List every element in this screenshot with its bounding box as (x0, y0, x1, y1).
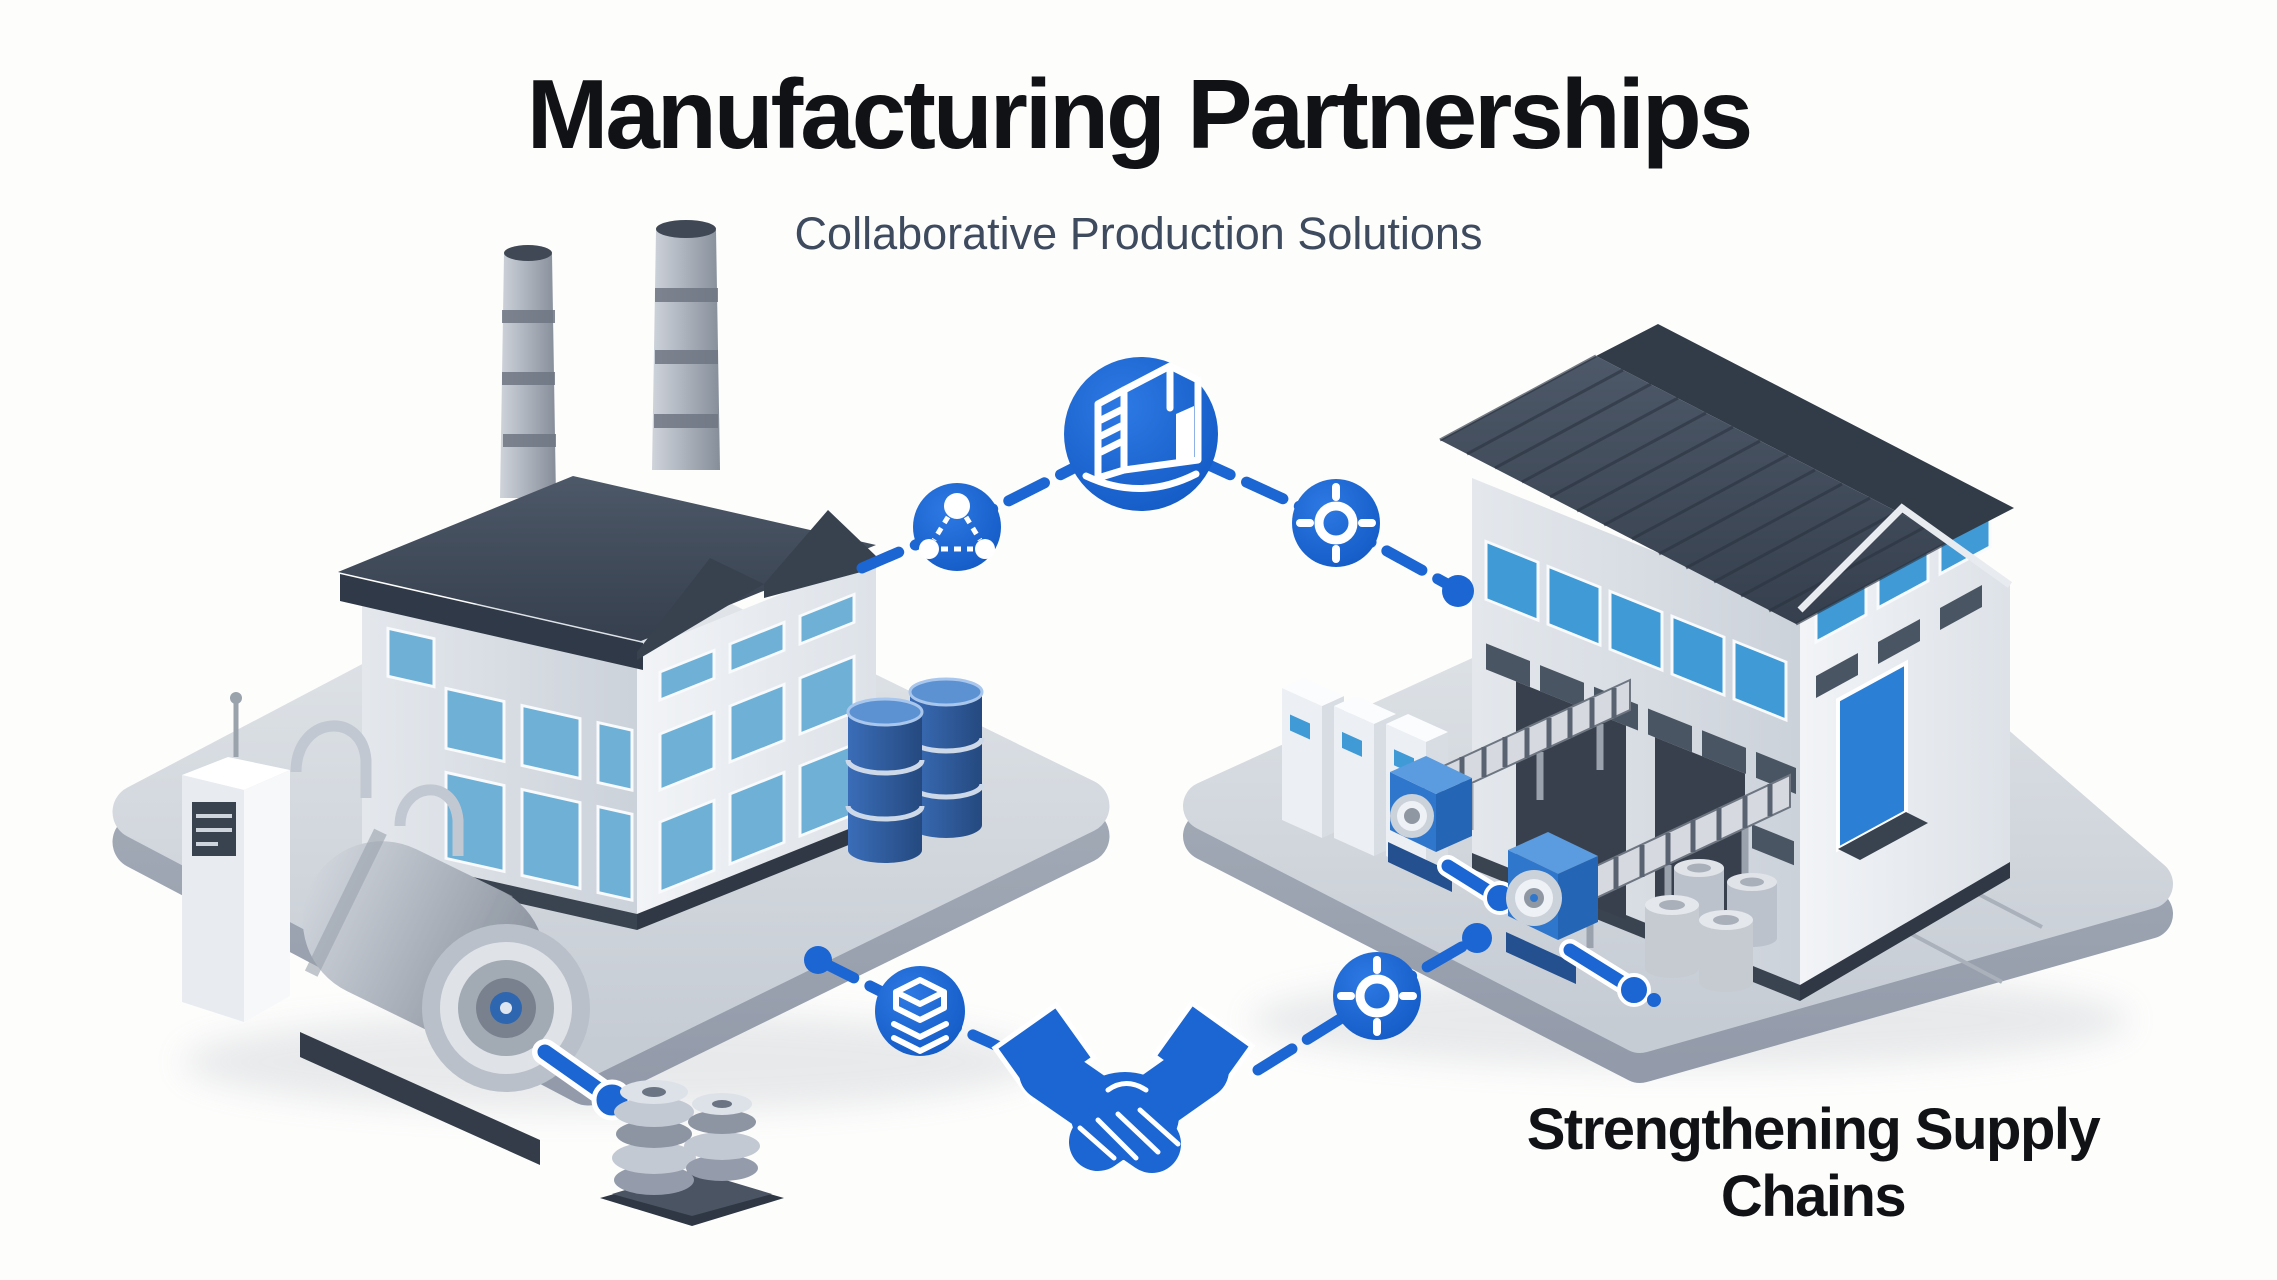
left-building-roof (338, 476, 876, 670)
page-title: Manufacturing Partnerships (526, 59, 1753, 169)
connector-dot (1442, 575, 1474, 607)
storage-drums (1645, 859, 1777, 992)
package-stack-icon (875, 966, 965, 1056)
control-cabinet (182, 692, 290, 1022)
pipe-hoop-2 (394, 784, 464, 856)
gear-machine-2 (1506, 832, 1661, 1007)
right-building-base-right (1800, 862, 2010, 1001)
right-factory (1183, 324, 2173, 1083)
left-building-windows-right (658, 592, 856, 895)
process-gear-icon-bottom (1333, 952, 1421, 1040)
left-building-base-right (637, 818, 876, 930)
caption-text: Strengthening Supply Chains (1526, 1097, 2101, 1229)
page-subtitle: Collaborative Production Solutions (794, 208, 1483, 259)
pipe-hoop (290, 720, 372, 798)
right-building-roof (1439, 324, 2014, 626)
left-building-windows-left (386, 626, 634, 903)
parts-pedestal (600, 1080, 784, 1226)
share-network-icon (913, 483, 1001, 571)
blue-barrels (845, 677, 985, 863)
process-gear-icon-top (1292, 479, 1380, 567)
smokestack-right (652, 220, 720, 470)
left-factory (112, 220, 1110, 1226)
connector-network (804, 357, 1492, 1173)
factory-hub-icon (1064, 357, 1218, 511)
handshake-icon (991, 999, 1256, 1173)
connector-dot (804, 946, 832, 974)
connector-dot (1462, 923, 1492, 953)
smokestack-left (500, 245, 556, 498)
